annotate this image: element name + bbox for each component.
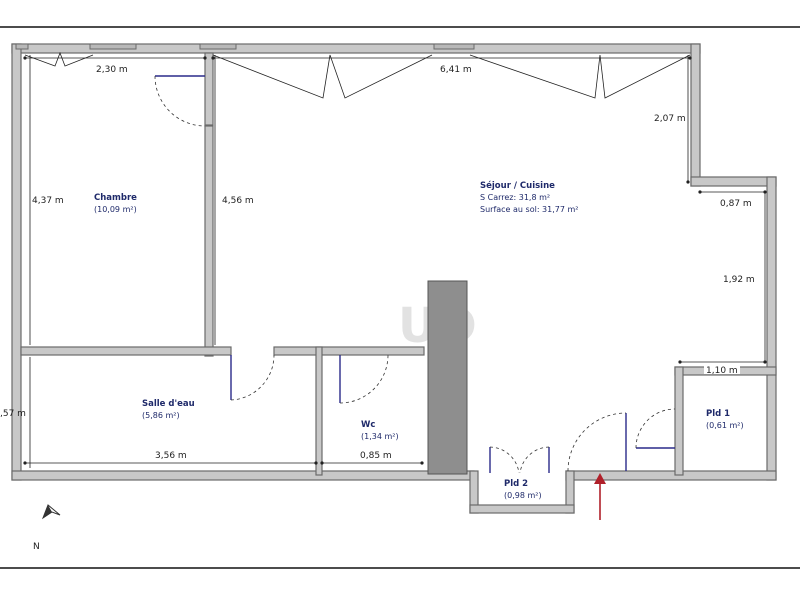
window-3 [433,43,475,50]
wall-pld1-left [674,366,684,476]
window-4 [15,43,29,50]
room-pld1-area: (0,61 m²) [706,421,744,430]
room-labels: Chambre (10,09 m²) Séjour / Cuisine S Ca… [94,180,744,500]
room-chambre-name: Chambre [94,193,137,203]
room-salle-eau-area: (5,86 m²) [142,411,180,420]
room-sejour-name: Séjour / Cuisine [480,180,555,191]
wall-chambre-bottom [20,346,232,356]
wall-chambre-partition-lower [204,125,214,357]
window-swings [24,51,691,99]
room-sejour-carrez: S Carrez: 31,8 m² [480,193,550,202]
room-pld2-name: Pld 2 [504,479,528,489]
door-pld2-swing-right [519,446,550,474]
dim-wc-width: 0,85 m [360,451,392,461]
wall-pld2-bottom [469,504,575,514]
room-pld2-area: (0,98 m²) [504,491,542,500]
dim-salle-eau-height: ,57 m [0,409,26,419]
room-salle-eau-name: Salle d'eau [142,399,195,409]
wall-salle-eau-top-right [273,346,425,356]
dim-chambre-width: 2,30 m [96,65,128,75]
door-pld1-swing [635,408,676,449]
doors [154,75,676,474]
dimension-labels: 2,30 m 6,41 m 4,37 m 4,56 m 2,07 m 0,87 … [0,62,755,461]
compass-icon [41,504,61,520]
wall-bottom-left [11,470,475,481]
entry-arrow-icon [594,473,606,520]
wall-chambre-partition [204,52,214,126]
windows [15,43,475,50]
door-entry-swing [567,412,627,472]
room-chambre-area: (10,09 m²) [94,205,137,214]
dim-right-lower: 1,92 m [723,275,755,285]
walls [11,43,777,514]
wall-right-upper [690,43,701,187]
dim-salle-eau-width: 3,56 m [155,451,187,461]
dim-right-upper: 2,07 m [654,114,686,124]
door-wc-swing [339,354,389,404]
window-2 [199,43,237,50]
wall-right-step [690,176,777,187]
room-wc-area: (1,34 m²) [361,432,399,441]
wall-right-lower [766,176,777,481]
wall-wc-partition [315,346,323,476]
door-chambre-swing [154,75,206,127]
dim-pld1-width: 1,10 m [706,366,738,376]
duct-column [427,280,468,475]
dimension-lines [23,55,767,468]
room-pld1-name: Pld 1 [706,409,730,419]
dim-right-step: 0,87 m [720,199,752,209]
compass-label: N [33,542,40,552]
room-sejour-surface: Surface au sol: 31,77 m² [480,205,579,214]
door-pld2-swing-left [489,446,520,474]
dim-chambre-height: 4,37 m [32,196,64,206]
door-salle-eau-swing [230,354,275,401]
dim-partition-height: 4,56 m [222,196,254,206]
window-1 [89,43,137,50]
dim-sejour-width: 6,41 m [440,65,472,75]
room-wc-name: Wc [361,420,375,430]
